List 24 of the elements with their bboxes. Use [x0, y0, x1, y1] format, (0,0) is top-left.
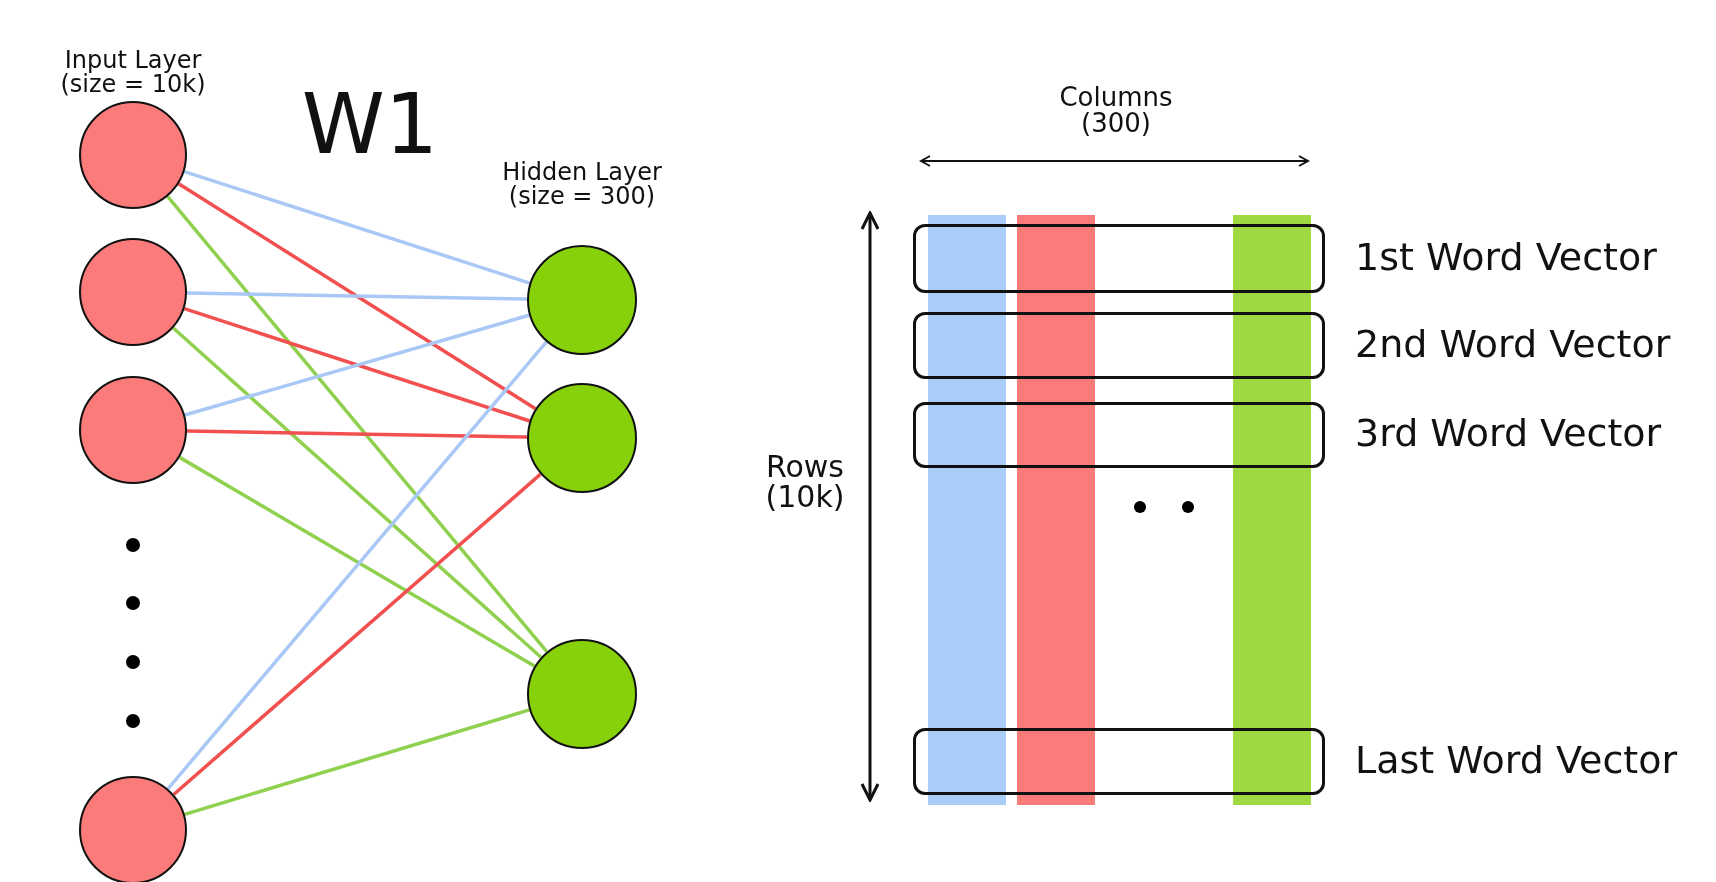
- weight-label: W1: [301, 82, 439, 166]
- connection-line: [178, 455, 536, 668]
- connection-line: [186, 291, 528, 301]
- row-outline: [913, 224, 1325, 293]
- row-outline: [913, 402, 1325, 468]
- connection-line: [172, 326, 543, 659]
- connection-line: [183, 169, 531, 285]
- connection-line: [186, 429, 528, 439]
- connection-line: [184, 708, 530, 817]
- row-label: Last Word Vector: [1355, 737, 1678, 782]
- connection-line: [177, 182, 537, 411]
- row-label: 1st Word Vector: [1355, 234, 1657, 279]
- row-label: 3rd Word Vector: [1355, 411, 1662, 455]
- axis-label: Rows (10k): [764, 452, 846, 512]
- layer-label: Hidden Layer (size = 300): [501, 160, 663, 208]
- row-outline: [913, 312, 1325, 379]
- row-outline: [913, 728, 1325, 795]
- layer-label: Input Layer (size = 10k): [59, 48, 207, 96]
- connection-line: [172, 472, 542, 796]
- axis-label: Columns (300): [1058, 84, 1174, 136]
- connection-line: [166, 195, 549, 653]
- connection-line: [166, 340, 548, 790]
- neuron-circle: [79, 776, 187, 882]
- row-label: 2nd Word Vector: [1355, 321, 1671, 366]
